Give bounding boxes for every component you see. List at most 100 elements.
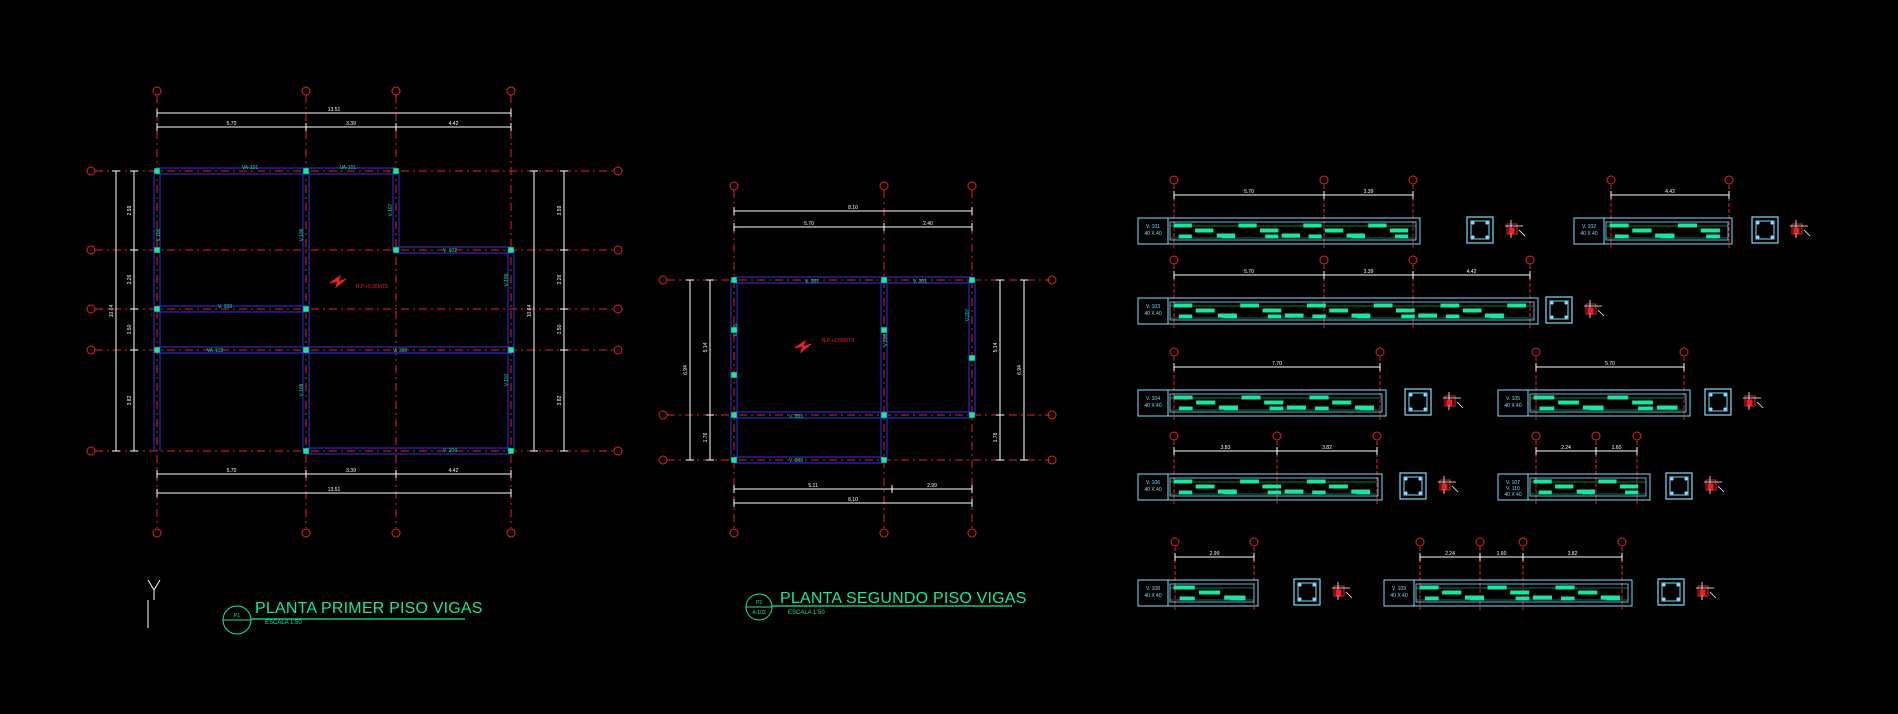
detail-rebar	[1490, 314, 1504, 319]
detail-section-bar	[1670, 491, 1674, 495]
beam-label: V. 203	[789, 458, 803, 464]
detail-beam-frame	[1137, 297, 1539, 325]
detail-beam-frame	[1573, 217, 1733, 245]
detail-grid-bubble	[1408, 175, 1418, 185]
detail-rebar	[1677, 223, 1698, 228]
detail-cross-section-stirrup	[1408, 392, 1428, 412]
column	[303, 448, 309, 454]
detail-rebar	[1223, 490, 1237, 495]
detail-section-bar	[1471, 235, 1475, 239]
column	[154, 168, 160, 174]
detail-section-bar	[1662, 597, 1666, 601]
detail-rebar	[1445, 314, 1460, 319]
detail-rebar	[1223, 314, 1237, 319]
column	[393, 168, 399, 174]
detail-grid-bubble	[1319, 175, 1329, 185]
dimension-label: 13.51	[328, 107, 341, 113]
detail-section-bar	[1423, 407, 1427, 411]
detail-grid-bubble	[1679, 347, 1689, 357]
detail-section-bar	[1756, 235, 1760, 239]
detail-rebar	[1533, 479, 1552, 484]
column	[508, 448, 514, 454]
dimension-label: 3.82	[557, 395, 563, 405]
detail-section-bar	[1298, 597, 1302, 601]
detail-rebar	[1173, 395, 1193, 400]
detail-rebar	[1267, 314, 1282, 319]
detail-section-size: 40 X 40	[1144, 403, 1161, 409]
detail-hook-line	[1709, 591, 1717, 599]
detail-beam-body	[1169, 301, 1535, 321]
detail-section-size: 40 X 40	[1144, 593, 1161, 599]
detail-cross-section-stirrup	[1755, 220, 1775, 240]
detail-grid-bubble	[1724, 175, 1734, 185]
grid-bubble-bottom	[301, 528, 311, 538]
detail-beam-body	[1169, 583, 1255, 603]
detail-hook-line	[1597, 309, 1605, 317]
detail-beam-frame	[1137, 389, 1387, 417]
beam-label: VA-103	[207, 348, 224, 354]
beam-label: VA-101	[340, 165, 357, 171]
column	[731, 372, 737, 378]
beam-label: V.107	[388, 203, 394, 216]
detail-cross-section	[1657, 578, 1685, 606]
detail-beam-label: V. 102	[1582, 224, 1596, 230]
column	[154, 306, 160, 312]
grid-bubble-left	[86, 345, 96, 355]
detail-rebar	[1324, 228, 1344, 233]
detail-grid-bubble	[1372, 431, 1382, 441]
plan2-title: PLANTA SEGUNDO PISO VIGAS	[780, 590, 1027, 607]
detail-rebar	[1314, 406, 1329, 411]
dimension-label: 1.50	[127, 324, 133, 334]
detail-cross-section-stirrup	[1403, 476, 1423, 496]
detail-beam-label: V. 105	[1506, 396, 1520, 402]
grid-bubble-bottom	[152, 528, 162, 538]
grid-bubble-bottom	[967, 528, 977, 538]
detail-hook-fill	[1446, 399, 1453, 406]
dimension-label: 8.10	[848, 205, 858, 211]
detail-section-bar	[1550, 315, 1554, 319]
detail-beam-body	[1169, 477, 1379, 497]
detail-rebar	[1284, 489, 1304, 494]
detail-rebar	[1507, 303, 1527, 308]
detail-rebar	[1418, 313, 1438, 318]
detail-grid-bubble	[1375, 347, 1385, 357]
detail-rebar	[1588, 406, 1604, 411]
detail-rebar	[1306, 479, 1326, 484]
detail-rebar	[1178, 234, 1192, 239]
dimension-label: 1.60	[1497, 551, 1507, 557]
beam-label: V.110	[504, 374, 510, 386]
column	[881, 457, 887, 463]
detail-section-bar	[1423, 393, 1427, 397]
plan2-level-note: N.P.+2.80MTS	[822, 338, 855, 344]
detail-rebar	[1241, 395, 1261, 400]
level-marker	[794, 339, 812, 354]
detail-rebar	[1560, 596, 1575, 601]
detail-section-bar	[1298, 583, 1302, 587]
detail-section-bar	[1564, 301, 1568, 305]
detail-hook-fill	[1699, 589, 1706, 596]
beam-label: V. 201	[913, 279, 927, 285]
detail-rebar	[1195, 484, 1215, 489]
grid-bubble-left	[658, 410, 668, 420]
detail-rebar	[1351, 234, 1365, 239]
detail-grid-bubble	[1272, 431, 1282, 441]
detail-hook-mark	[1506, 223, 1518, 235]
column	[731, 412, 737, 418]
detail-rebar	[1395, 234, 1409, 239]
detail-section-bar	[1404, 477, 1408, 481]
grid-bubble-right	[613, 245, 623, 255]
detail-rebar	[1303, 223, 1322, 228]
detail-cross-section	[1704, 388, 1732, 416]
detail-rebar	[1356, 314, 1371, 319]
detail-rebar	[1396, 308, 1415, 313]
detail-rebar	[1656, 405, 1678, 410]
grid-bubble-right	[613, 446, 623, 456]
detail-rebar	[1607, 395, 1629, 400]
detail-section-bar	[1709, 407, 1713, 411]
detail-section-size: 40 X 40	[1390, 593, 1407, 599]
dimension-label: 2.40	[923, 221, 933, 227]
detail-rebar	[1262, 484, 1282, 489]
detail-rebar	[1609, 223, 1629, 228]
detail-rebar	[1264, 400, 1284, 405]
detail-rebar	[1262, 308, 1282, 313]
